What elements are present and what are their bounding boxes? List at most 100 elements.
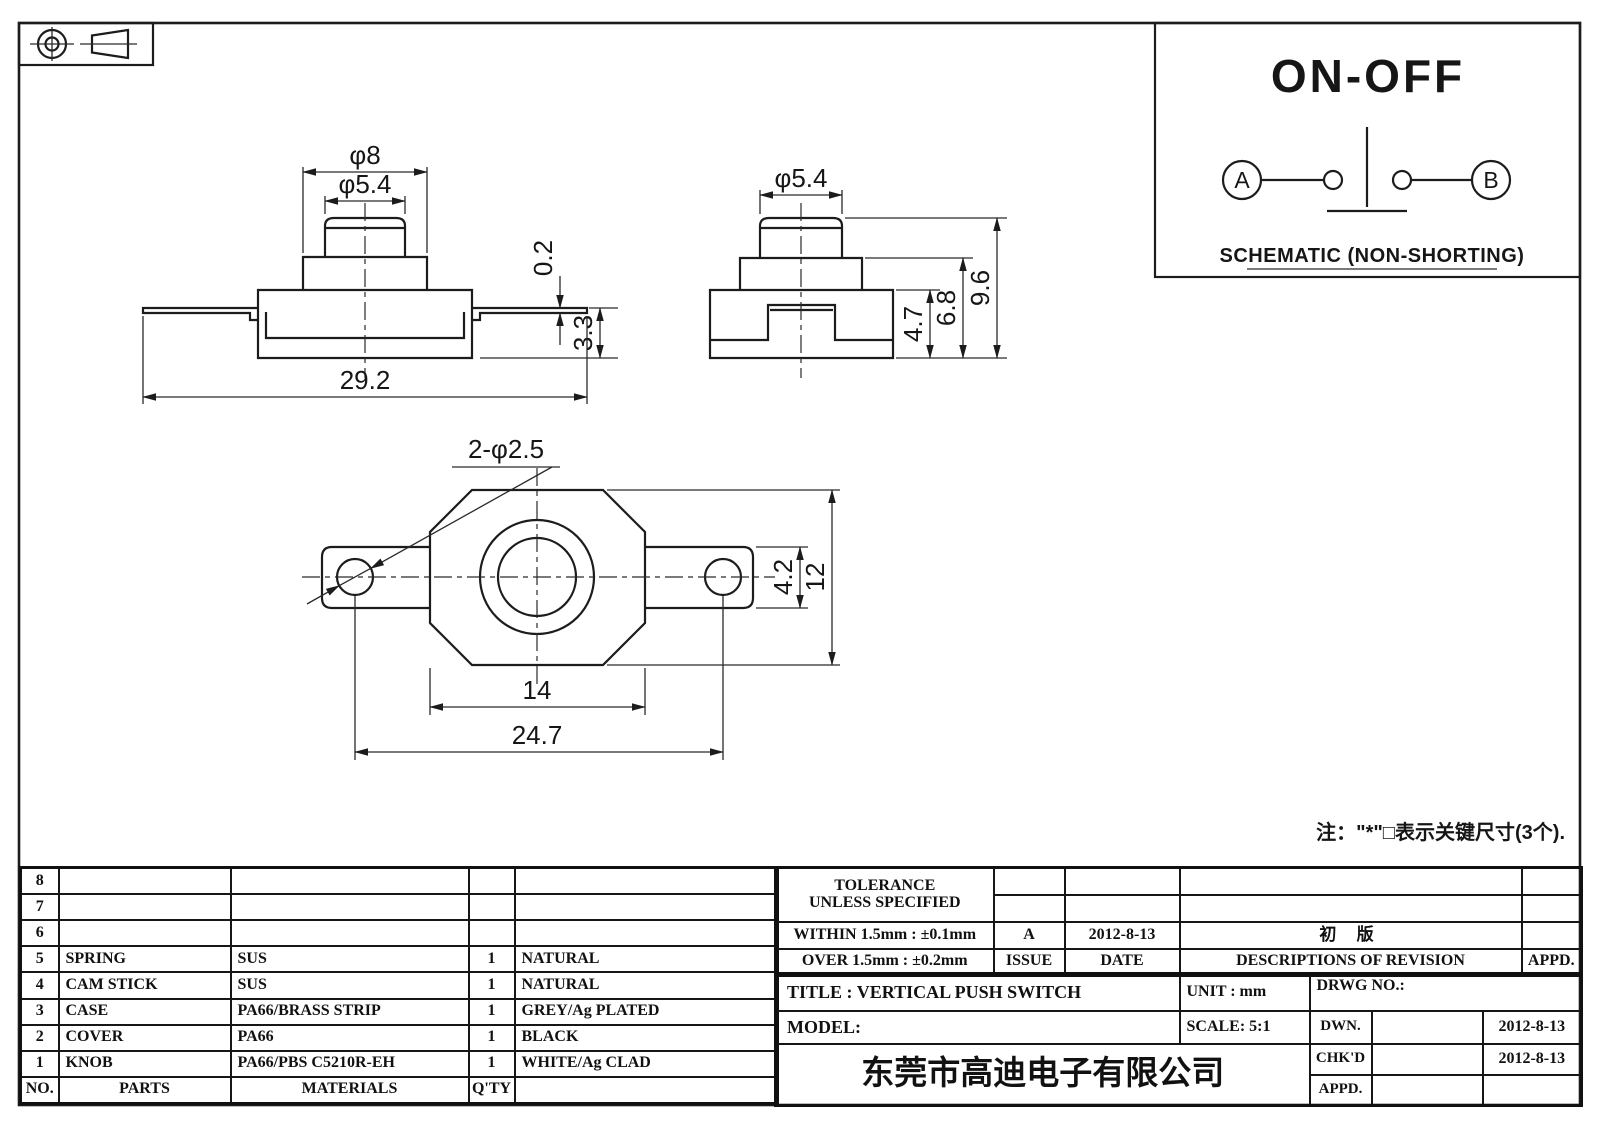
- bom-color: NATURAL: [513, 971, 779, 1000]
- front-case: [256, 288, 474, 360]
- bom-color: GREY/Ag PLATED: [513, 997, 779, 1026]
- revision-description: 初 版: [1178, 920, 1523, 950]
- table-row: 6: [19, 919, 779, 948]
- bom-header-color: [513, 1075, 779, 1105]
- empty-cell: [1063, 866, 1181, 896]
- bom-no: 6: [19, 919, 60, 948]
- revision-date: 2012-8-13: [1063, 920, 1181, 950]
- table-row: TITLE : VERTICAL PUSH SWITCH UNIT : mm D…: [774, 972, 1583, 1012]
- bom-materials: PA66/BRASS STRIP: [229, 997, 470, 1026]
- empty-cell: [1063, 893, 1181, 923]
- schematic-title: ON-OFF: [1271, 50, 1465, 102]
- dim-bottom-body-depth: 12: [607, 489, 840, 666]
- bom-no: 3: [19, 997, 60, 1026]
- svg-text:14: 14: [523, 675, 552, 705]
- bom-color: [513, 919, 779, 948]
- table-row: MODEL: SCALE: 5:1 DWN. 2012-8-13: [774, 1009, 1583, 1045]
- appd-row-label: APPD.: [1308, 1073, 1373, 1107]
- svg-text:0.2: 0.2: [528, 240, 558, 276]
- bom-parts: [57, 919, 232, 948]
- bom-qty: 1: [467, 971, 516, 1000]
- dim-side-total-height: 9.6: [965, 217, 1001, 359]
- front-terminal-right: [472, 306, 589, 322]
- front-view: φ5.4 φ8 0.2 3.3 29.2: [141, 140, 618, 404]
- svg-text:φ8: φ8: [349, 140, 380, 170]
- svg-text:4.2: 4.2: [768, 559, 798, 595]
- chkd-signature: [1370, 1042, 1484, 1076]
- svg-text:24.7: 24.7: [512, 720, 563, 750]
- bom-parts: KNOB: [57, 1049, 232, 1078]
- bom-no: 1: [19, 1049, 60, 1078]
- bom-materials: SUS: [229, 945, 470, 974]
- tolerance-over: OVER 1.5mm : ±0.2mm: [774, 947, 995, 977]
- bom-header-no: NO.: [19, 1075, 60, 1105]
- tolerance-line2: UNLESS SPECIFIED: [808, 893, 961, 911]
- table-row: TOLERANCE UNLESS SPECIFIED: [774, 866, 1583, 923]
- table-row: 3 CASE PA66/BRASS STRIP 1 GREY/Ag PLATED: [19, 997, 779, 1026]
- svg-text:12: 12: [800, 563, 830, 592]
- dim-bottom-hole-pitch: 24.7: [354, 596, 724, 760]
- bom-qty: 1: [467, 945, 516, 974]
- empty-cell: [1520, 920, 1583, 950]
- appd-signature: [1370, 1073, 1484, 1107]
- tolerance-within: WITHIN 1.5mm : ±0.1mm: [774, 920, 995, 950]
- bom-qty: [467, 919, 516, 948]
- bom-no: 7: [19, 893, 60, 922]
- bom-parts: CAM STICK: [57, 971, 232, 1000]
- bom-parts: CASE: [57, 997, 232, 1026]
- descriptions-label: DESCRIPTIONS OF REVISION: [1178, 947, 1523, 977]
- key-dimension-note: 注："*"□表示关键尺寸(3个).: [1316, 820, 1565, 844]
- tolerance-line1: TOLERANCE: [834, 876, 936, 894]
- bom-color: [513, 893, 779, 922]
- dim-front-plate-thickness: 0.2: [528, 240, 564, 345]
- bom-header-parts: PARTS: [57, 1075, 232, 1105]
- dwn-date: 2012-8-13: [1481, 1009, 1583, 1045]
- appd-label: APPD.: [1520, 947, 1583, 977]
- svg-text:9.6: 9.6: [965, 270, 995, 306]
- bom-header-materials: MATERIALS: [229, 1075, 470, 1105]
- bom-qty: [467, 866, 516, 896]
- table-row: 1 KNOB PA66/PBS C5210R-EH 1 WHITE/Ag CLA…: [19, 1049, 779, 1078]
- model-cell: MODEL:: [774, 1009, 1181, 1045]
- front-cover-step: [301, 255, 429, 290]
- scale-cell: SCALE: 5:1: [1178, 1009, 1311, 1045]
- bom-qty: [467, 893, 516, 922]
- dim-front-height-lower: 3.3: [480, 307, 618, 359]
- bottom-view: 2-φ2.5 4.2 12 14 24.7: [302, 434, 840, 760]
- bom-materials: [229, 919, 470, 948]
- terminal-b-label: B: [1483, 167, 1498, 193]
- projection-cone-icon: [80, 28, 137, 60]
- bom-no: 4: [19, 971, 60, 1000]
- dim-bottom-holes: 2-φ2.5: [306, 434, 560, 605]
- dim-bottom-tab-width: 4.2: [756, 546, 808, 609]
- bom-color: [513, 866, 779, 896]
- bom-parts: COVER: [57, 1023, 232, 1052]
- dwn-signature: [1370, 1009, 1484, 1045]
- bom-header-row: NO. PARTS MATERIALS Q'TY: [19, 1075, 779, 1105]
- bottom-body-octagon: [428, 488, 647, 667]
- bom-no: 2: [19, 1023, 60, 1052]
- bom-materials: [229, 893, 470, 922]
- tolerance-header: TOLERANCE UNLESS SPECIFIED: [774, 866, 995, 923]
- bom-color: WHITE/Ag CLAD: [513, 1049, 779, 1078]
- bom-qty: 1: [467, 1049, 516, 1078]
- bom-materials: [229, 866, 470, 896]
- bom-materials: PA66: [229, 1023, 470, 1052]
- datum-target-icon: [30, 27, 74, 61]
- empty-cell: [1178, 893, 1523, 923]
- bottom-tab-right: [645, 545, 755, 610]
- table-row: 7: [19, 893, 779, 922]
- bom-parts: [57, 893, 232, 922]
- bom-parts: SPRING: [57, 945, 232, 974]
- svg-text:2-φ2.5: 2-φ2.5: [468, 434, 544, 464]
- bom-no: 8: [19, 866, 60, 896]
- bom-color: NATURAL: [513, 945, 779, 974]
- svg-text:3.3: 3.3: [568, 315, 598, 351]
- dim-side-dia-top: φ5.4: [759, 163, 843, 214]
- table-row: 2 COVER PA66 1 BLACK: [19, 1023, 779, 1052]
- bom-qty: 1: [467, 1023, 516, 1052]
- drawing-title: TITLE : VERTICAL PUSH SWITCH: [774, 972, 1181, 1012]
- chkd-label: CHK'D: [1308, 1042, 1373, 1076]
- schematic-caption: SCHEMATIC (NON-SHORTING): [1220, 245, 1525, 267]
